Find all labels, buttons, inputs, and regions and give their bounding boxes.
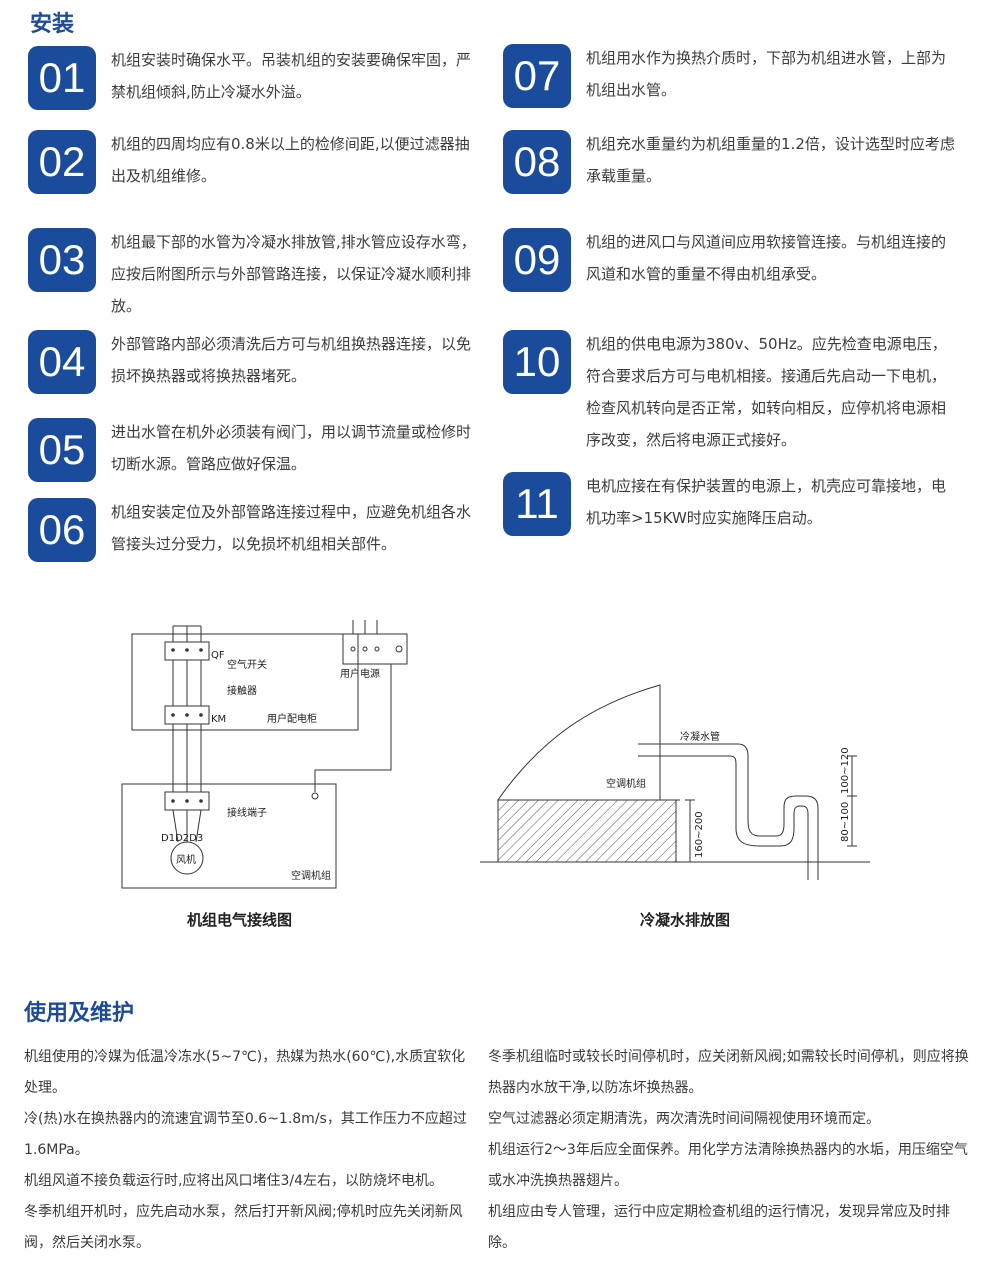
item-text: 电机应接在有保护装置的电源上，机壳应可靠接地，电机功率>15KW时应实施降压启动… bbox=[586, 477, 947, 527]
terminal-label: 接线端子 bbox=[227, 806, 267, 819]
drain-pipe-label: 冷凝水管 bbox=[680, 730, 720, 743]
usage-paragraph: 机组使用的冷媒为低温冷冻水(5~7℃)，热媒为热水(60℃),水质宜软化处理。 bbox=[24, 1049, 466, 1096]
dim-left: 160~200 bbox=[694, 811, 705, 858]
fan-label: 风机 bbox=[176, 853, 196, 866]
unit-body bbox=[497, 684, 661, 801]
cabinet-box bbox=[131, 633, 359, 731]
km-label: KM bbox=[211, 714, 226, 725]
install-item: 06 机组安装定位及外部管路连接过程中，应避免机组各水管接头过分受力，以免损坏机… bbox=[28, 498, 478, 578]
item-number: 05 bbox=[28, 418, 96, 482]
usage-paragraph: 空气过滤器必须定期清洗，两次清洗时间间隔视使用环境而定。 bbox=[488, 1111, 880, 1127]
install-item: 03 机组最下部的水管为冷凝水排放管,排水管应设存水弯，应按后附图所示与外部管路… bbox=[28, 228, 478, 315]
unit-box bbox=[121, 783, 337, 889]
base-hatch bbox=[497, 799, 677, 863]
usage-paragraph: 机组风道不接负载运行时,应将出风口堵住3/4左右，以防烧坏电机。 bbox=[24, 1173, 443, 1189]
item-text: 机组用水作为换热介质时，下部为机组进水管，上部为机组出水管。 bbox=[586, 49, 947, 99]
item-number: 08 bbox=[503, 130, 571, 194]
install-title: 安装 bbox=[30, 12, 75, 37]
install-item: 11 电机应接在有保护装置的电源上，机壳应可靠接地，电机功率>15KW时应实施降… bbox=[503, 472, 953, 552]
usage-paragraph: 冬季机组开机时，应先启动水泵，然后打开新风阀;停机时应先关闭新风阀，然后关闭水泵… bbox=[24, 1204, 463, 1251]
drain-unit-label: 空调机组 bbox=[606, 777, 646, 790]
item-number: 11 bbox=[503, 472, 571, 536]
usage-title: 使用及维护 bbox=[24, 1001, 135, 1026]
install-item: 09 机组的进风口与风道间应用软接管连接。与机组连接的风道和水管的重量不得由机组… bbox=[503, 228, 953, 308]
install-item: 01 机组安装时确保水平。吊装机组的安装要确保牢固，严禁机组倾斜,防止冷凝水外溢… bbox=[28, 46, 478, 126]
install-item: 05 进出水管在机外必须装有阀门，用以调节流量或检修时切断水源。管路应做好保温。 bbox=[28, 418, 478, 498]
item-text: 进出水管在机外必须装有阀门，用以调节流量或检修时切断水源。管路应做好保温。 bbox=[111, 423, 472, 473]
dim-top: 100~120 bbox=[840, 747, 851, 794]
wiring-diagram: QF 空气开关 用户电源 接触器 KM 用户配电柜 接线端子 D1D2D3 风机… bbox=[115, 620, 425, 895]
item-text: 机组安装时确保水平。吊装机组的安装要确保牢固，严禁机组倾斜,防止冷凝水外溢。 bbox=[111, 51, 472, 101]
install-item: 08 机组充水重量约为机组重量的1.2倍，设计选型时应考虑承载重量。 bbox=[503, 130, 955, 210]
item-text: 机组安装定位及外部管路连接过程中，应避免机组各水管接头过分受力，以免损坏机组相关… bbox=[111, 503, 472, 553]
usage-left-column: 机组使用的冷媒为低温冷冻水(5~7℃)，热媒为热水(60℃),水质宜软化处理。 … bbox=[24, 1042, 479, 1259]
install-item: 04 外部管路内部必须清洗后方可与机组换热器连接，以免损坏换热器或将换热器堵死。 bbox=[28, 330, 478, 410]
item-number: 03 bbox=[28, 228, 96, 292]
wiring-caption: 机组电气接线图 bbox=[187, 911, 293, 929]
unit-label: 空调机组 bbox=[291, 869, 331, 882]
install-item: 10 机组的供电电源为380v、50Hz。应先检查电源电压，符合要求后方可与电机… bbox=[503, 330, 953, 449]
user-power-box bbox=[342, 633, 408, 665]
drain-caption: 冷凝水排放图 bbox=[640, 911, 731, 929]
item-number: 07 bbox=[503, 44, 571, 108]
item-text: 外部管路内部必须清洗后方可与机组换热器连接，以免损坏换热器或将换热器堵死。 bbox=[111, 335, 472, 385]
item-text: 机组的进风口与风道间应用软接管连接。与机组连接的风道和水管的重量不得由机组承受。 bbox=[586, 233, 947, 283]
usage-paragraph: 机组运行2～3年后应全面保养。用化学方法清除换热器内的水垢，用压缩空气或水冲洗换… bbox=[488, 1142, 968, 1189]
contactor-label: 接触器 bbox=[227, 684, 257, 697]
usage-paragraph: 机组应由专人管理，运行中应定期检查机组的运行情况，发现异常应及时排除。 bbox=[488, 1204, 950, 1251]
item-number: 09 bbox=[503, 228, 571, 292]
item-number: 06 bbox=[28, 498, 96, 562]
item-text: 机组的供电电源为380v、50Hz。应先检查电源电压，符合要求后方可与电机相接。… bbox=[586, 335, 947, 449]
item-number: 04 bbox=[28, 330, 96, 394]
cabinet-label: 用户配电柜 bbox=[267, 712, 317, 725]
install-item: 07 机组用水作为换热介质时，下部为机组进水管，上部为机组出水管。 bbox=[503, 44, 953, 124]
install-item: 02 机组的四周均应有0.8米以上的检修间距,以便过滤器抽出及机组维修。 bbox=[28, 130, 478, 210]
qf-label: QF bbox=[211, 650, 225, 661]
dim-mid: 80~100 bbox=[840, 802, 851, 842]
drain-diagram: 冷凝水管 空调机组 160~200 80~100 100~120 bbox=[480, 680, 880, 895]
fan-motor bbox=[170, 841, 204, 875]
item-number: 02 bbox=[28, 130, 96, 194]
item-number: 01 bbox=[28, 46, 96, 110]
item-text: 机组最下部的水管为冷凝水排放管,排水管应设存水弯，应按后附图所示与外部管路连接，… bbox=[111, 233, 476, 315]
item-number: 10 bbox=[503, 330, 571, 394]
usage-paragraph: 冬季机组临时或较长时间停机时，应关闭新风阀;如需较长时间停机，则应将换热器内水放… bbox=[488, 1049, 969, 1096]
item-text: 机组的四周均应有0.8米以上的检修间距,以便过滤器抽出及机组维修。 bbox=[111, 135, 470, 185]
air-switch-label: 空气开关 bbox=[227, 658, 267, 671]
drain-pipe bbox=[638, 743, 819, 848]
item-text: 机组充水重量约为机组重量的1.2倍，设计选型时应考虑承载重量。 bbox=[586, 135, 955, 185]
usage-paragraph: 冷(热)水在换热器内的流速宜调节至0.6~1.8m/s，其工作压力不应超过1.6… bbox=[24, 1111, 467, 1158]
d-labels: D1D2D3 bbox=[161, 833, 203, 844]
usage-right-column: 冬季机组临时或较长时间停机时，应关闭新风阀;如需较长时间停机，则应将换热器内水放… bbox=[488, 1042, 970, 1259]
user-power-label: 用户电源 bbox=[340, 667, 380, 680]
